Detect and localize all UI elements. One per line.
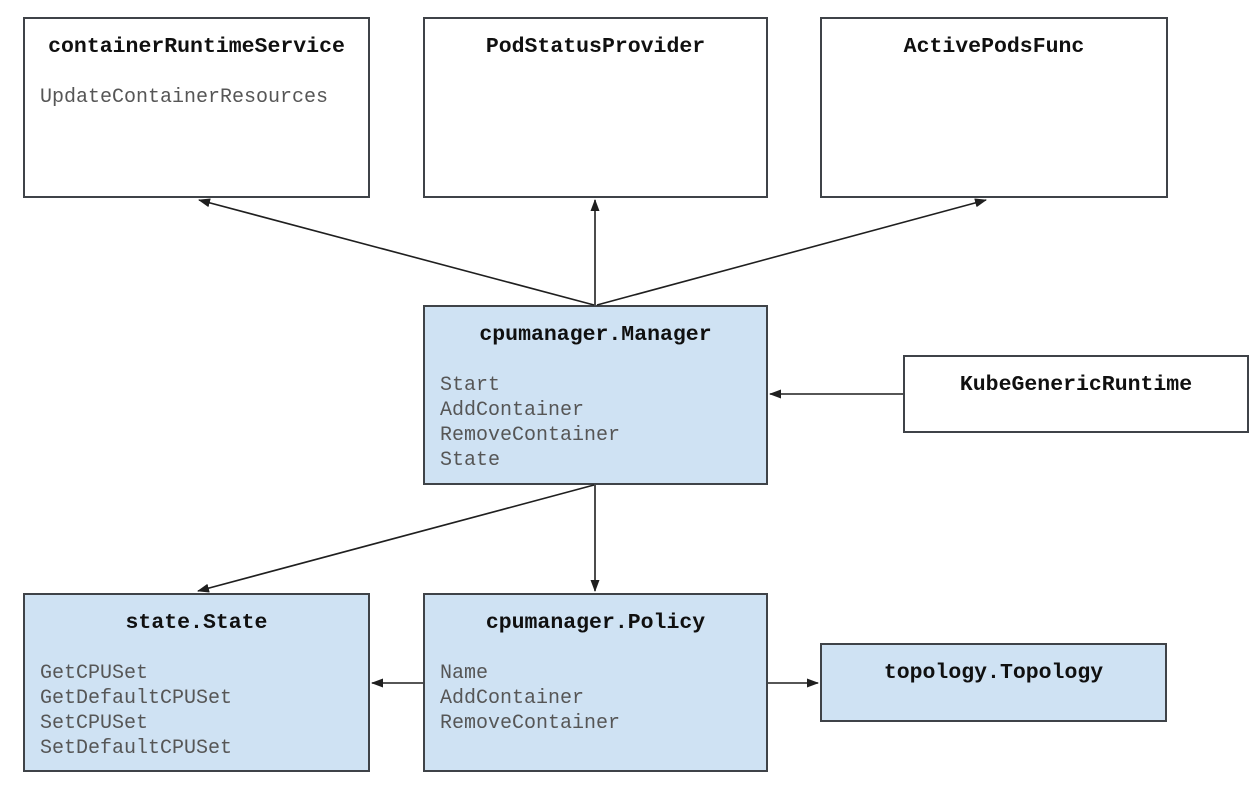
node-method: AddContainer [440, 687, 585, 710]
node-kube-generic-runtime: KubeGenericRuntime [903, 355, 1249, 433]
node-title-pod-status-provider: PodStatusProvider [485, 35, 706, 59]
node-title-container-runtime-service: containerRuntimeService [48, 35, 345, 59]
node-method: GetDefaultCPUSet [40, 687, 233, 710]
node-title-cpumanager-manager: cpumanager.Manager [479, 323, 712, 347]
arrow-cpumanager-manager-to-state-state [197, 484, 595, 593]
node-title-kube-generic-runtime: KubeGenericRuntime [959, 373, 1193, 397]
node-method: State [440, 449, 501, 472]
node-title-state-state: state.State [125, 611, 268, 635]
node-topology-topology: topology.Topology [820, 643, 1167, 722]
node-method: RemoveContainer [440, 712, 621, 735]
node-method: SetCPUSet [40, 712, 149, 735]
node-method: GetCPUSet [40, 662, 149, 685]
node-title-cpumanager-policy: cpumanager.Policy [485, 611, 706, 635]
node-title-active-pods-func: ActivePodsFunc [903, 35, 1085, 59]
node-method: RemoveContainer [440, 424, 621, 447]
arrow-cpumanager-manager-to-container-runtime-service [198, 198, 595, 306]
node-method: SetDefaultCPUSet [40, 737, 233, 760]
node-pod-status-provider: PodStatusProvider [423, 17, 768, 198]
node-method: UpdateContainerResources [40, 86, 329, 109]
node-active-pods-func: ActivePodsFunc [820, 17, 1168, 198]
arrow-cpumanager-manager-to-active-pods-func [596, 198, 987, 306]
node-method-list-container-runtime-service: UpdateContainerResources [40, 85, 368, 110]
node-title-topology-topology: topology.Topology [883, 661, 1104, 685]
node-method: Name [440, 662, 489, 685]
node-method: AddContainer [440, 399, 585, 422]
node-method: Start [440, 374, 501, 397]
